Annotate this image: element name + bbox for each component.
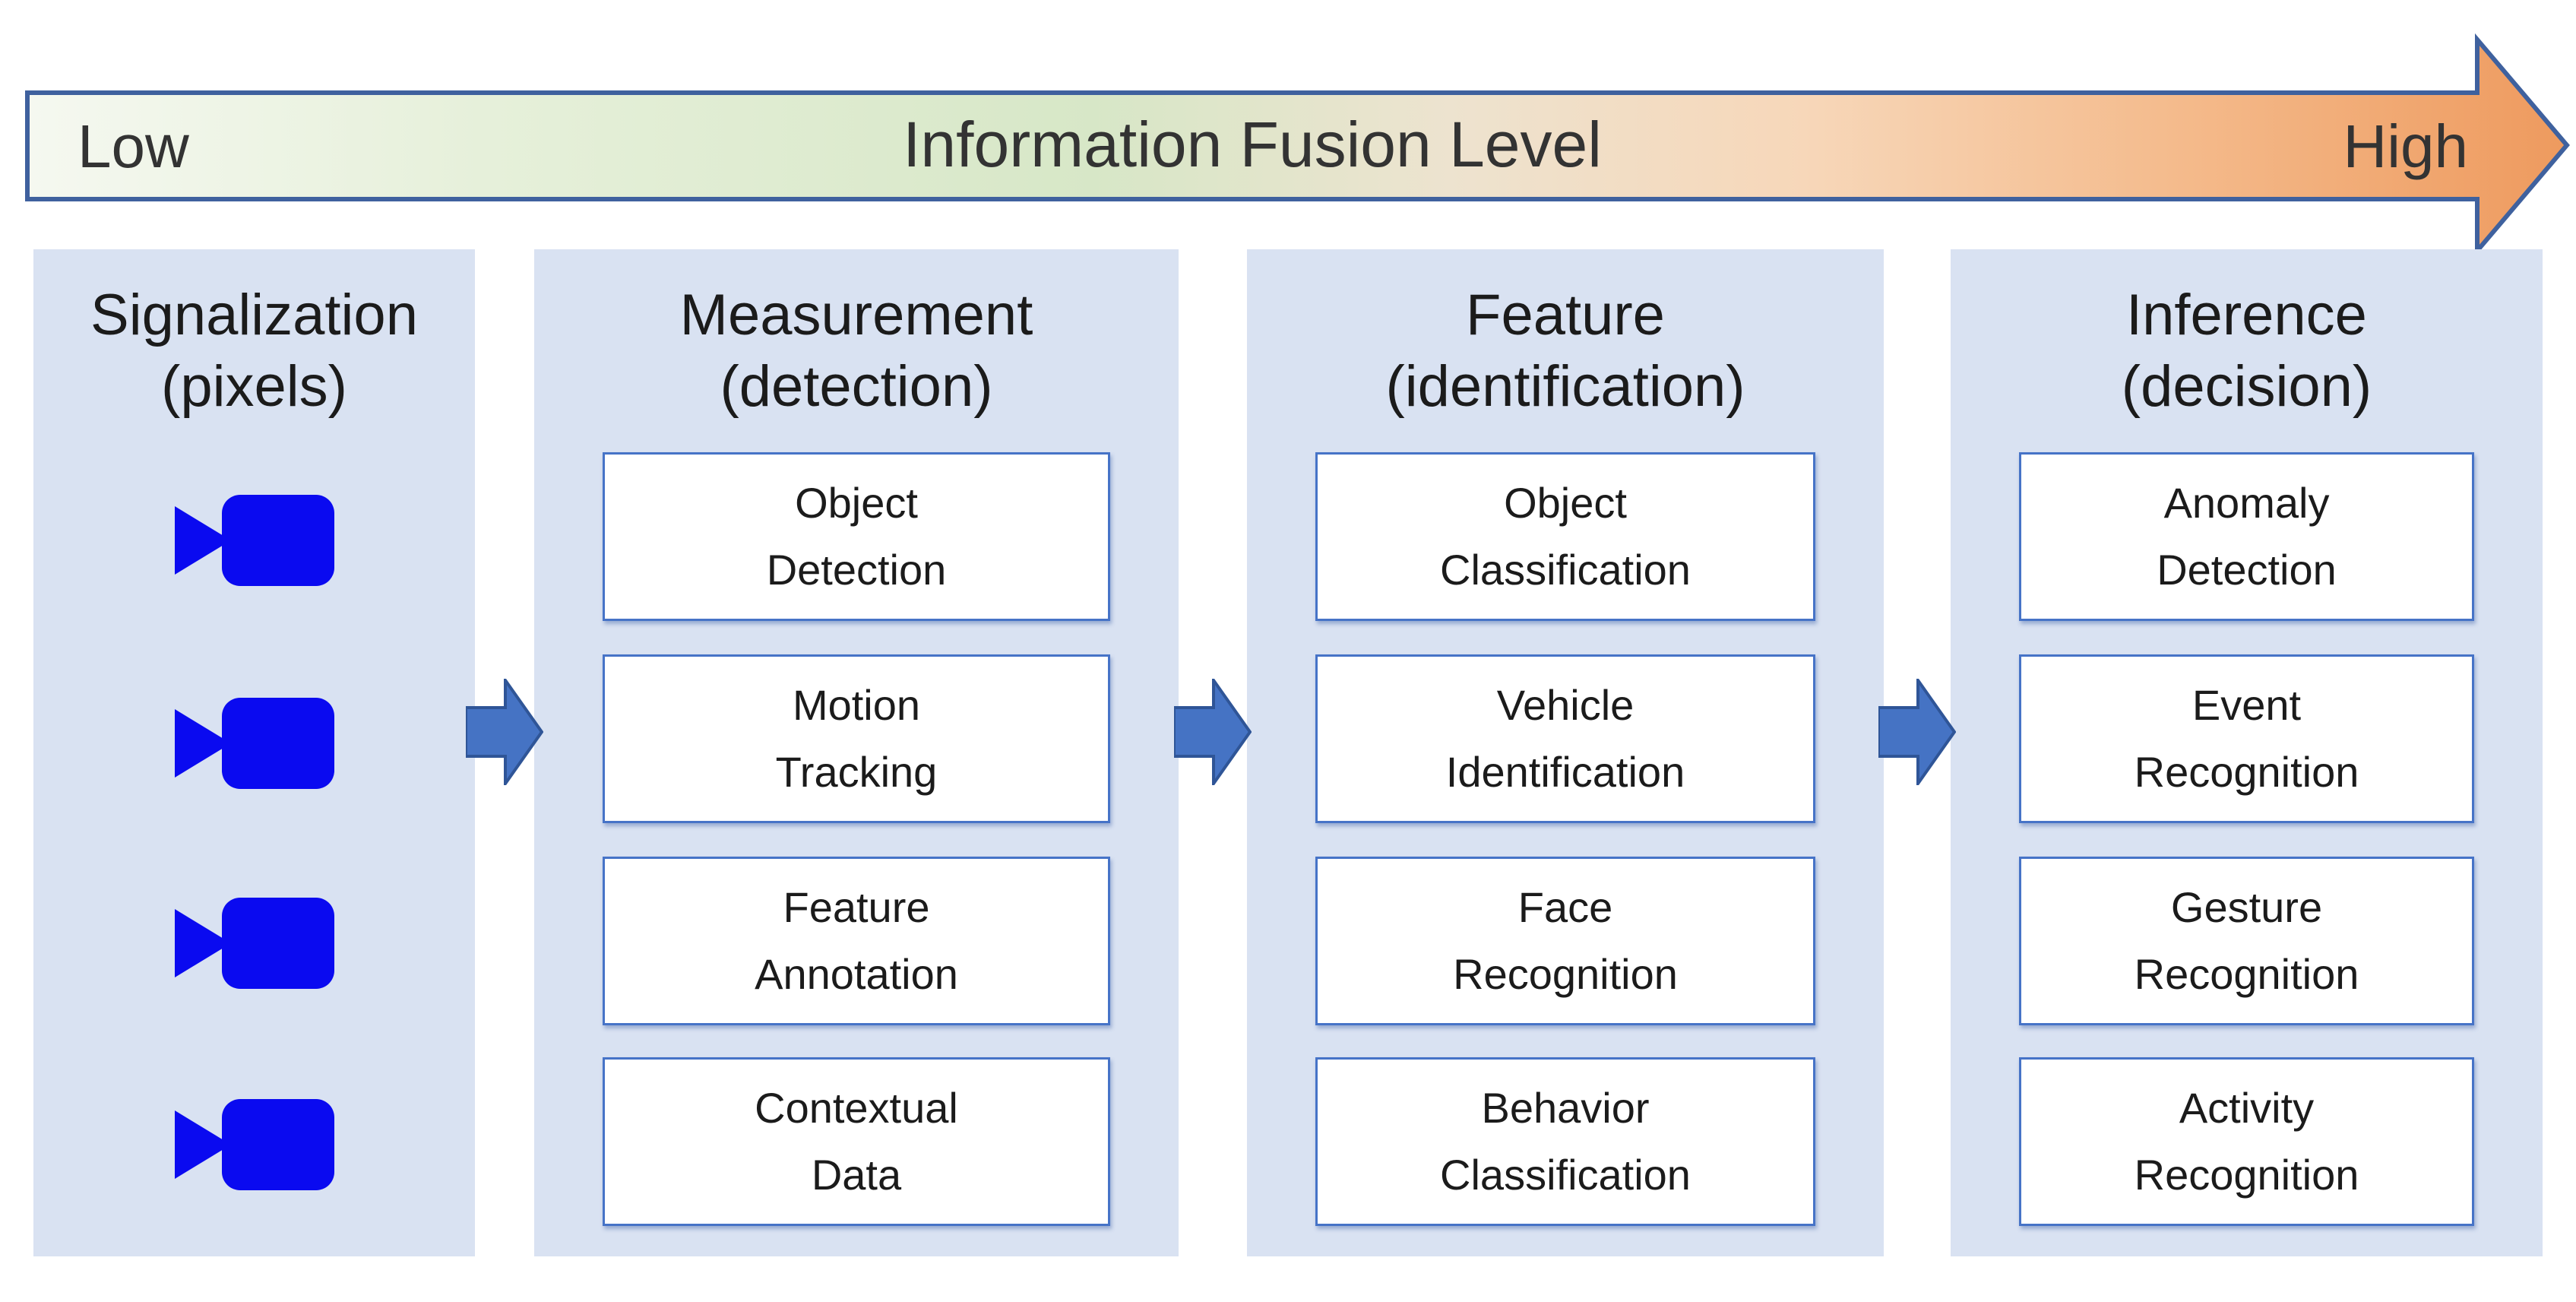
box-label-line1: Anomaly [2163, 479, 2330, 527]
panel-inference-title: Inference (decision) [1951, 280, 2543, 423]
box-label-line2: Classification [1440, 1151, 1691, 1199]
fusion-arrow-shape [25, 33, 2570, 258]
right-arrow-icon [466, 679, 543, 785]
box-label-line1: Contextual [755, 1084, 958, 1132]
box-label-line1: Object [795, 479, 918, 527]
panel-inference: Inference (decision) Anomaly Detection E… [1951, 249, 2543, 1256]
panel-title-line1: Measurement [679, 283, 1033, 347]
process-box-feature-annotation: Feature Annotation [603, 857, 1110, 1025]
box-label-line1: Feature [783, 883, 930, 931]
box-label-line1: Vehicle [1496, 681, 1635, 729]
box-label-line2: Recognition [2134, 950, 2359, 998]
box-label-line1: Motion [792, 681, 921, 729]
box-label-line2: Annotation [755, 950, 958, 998]
box-label-line2: Classification [1440, 546, 1691, 594]
panel-measurement-title: Measurement (detection) [534, 280, 1179, 423]
process-box-motion-tracking: Motion Tracking [603, 654, 1110, 823]
box-label-line2: Detection [2157, 546, 2337, 594]
video-camera-icon [174, 1099, 334, 1190]
process-box-anomaly-detection: Anomaly Detection [2019, 452, 2474, 621]
box-label-line2: Detection [766, 546, 947, 594]
box-label-line2: Tracking [775, 748, 938, 796]
video-camera-icon [174, 495, 334, 586]
process-box-face-recognition: Face Recognition [1315, 857, 1815, 1025]
video-camera-icon [174, 898, 334, 989]
right-arrow-icon [1878, 679, 1956, 785]
process-box-contextual-data: Contextual Data [603, 1057, 1110, 1226]
box-label-line2: Recognition [1453, 950, 1678, 998]
fusion-low-label: Low [78, 112, 189, 180]
panel-title-line2: (decision) [2121, 354, 2372, 419]
process-box-object-classification: Object Classification [1315, 452, 1815, 621]
right-arrow-icon [1174, 679, 1252, 785]
panel-feature: Feature (identification) Object Classifi… [1247, 249, 1884, 1256]
panel-signalization-title: Signalization (pixels) [33, 280, 475, 423]
process-box-activity-recognition: Activity Recognition [2019, 1057, 2474, 1226]
box-label-line1: Gesture [2170, 883, 2323, 931]
process-box-event-recognition: Event Recognition [2019, 654, 2474, 823]
process-box-object-detection: Object Detection [603, 452, 1110, 621]
panel-measurement: Measurement (detection) Object Detection… [534, 249, 1179, 1256]
panel-title-line1: Inference [2126, 283, 2367, 347]
panel-title-line1: Feature [1466, 283, 1665, 347]
box-label-line2: Data [811, 1151, 902, 1199]
box-label-line1: Behavior [1481, 1084, 1650, 1132]
panel-title-line2: (pixels) [161, 354, 347, 419]
box-label-line1: Event [2191, 681, 2302, 729]
process-box-vehicle-identification: Vehicle Identification [1315, 654, 1815, 823]
box-label-line1: Face [1517, 883, 1613, 931]
panel-title-line2: (identification) [1385, 354, 1745, 419]
fusion-title-label: Information Fusion Level [903, 109, 1602, 180]
panel-signalization: Signalization (pixels) [33, 249, 475, 1256]
box-label-line1: Activity [2179, 1084, 2315, 1132]
box-label-line2: Recognition [2134, 748, 2359, 796]
box-label-line2: Identification [1445, 748, 1685, 796]
video-camera-icon [174, 698, 334, 789]
process-box-behavior-classification: Behavior Classification [1315, 1057, 1815, 1226]
panel-title-line1: Signalization [90, 283, 418, 347]
panel-feature-title: Feature (identification) [1247, 280, 1884, 423]
box-label-line1: Object [1504, 479, 1627, 527]
fusion-level-arrow [25, 33, 2570, 258]
box-label-line2: Recognition [2134, 1151, 2359, 1199]
panel-title-line2: (detection) [720, 354, 993, 419]
process-box-gesture-recognition: Gesture Recognition [2019, 857, 2474, 1025]
fusion-high-label: High [2343, 112, 2468, 180]
